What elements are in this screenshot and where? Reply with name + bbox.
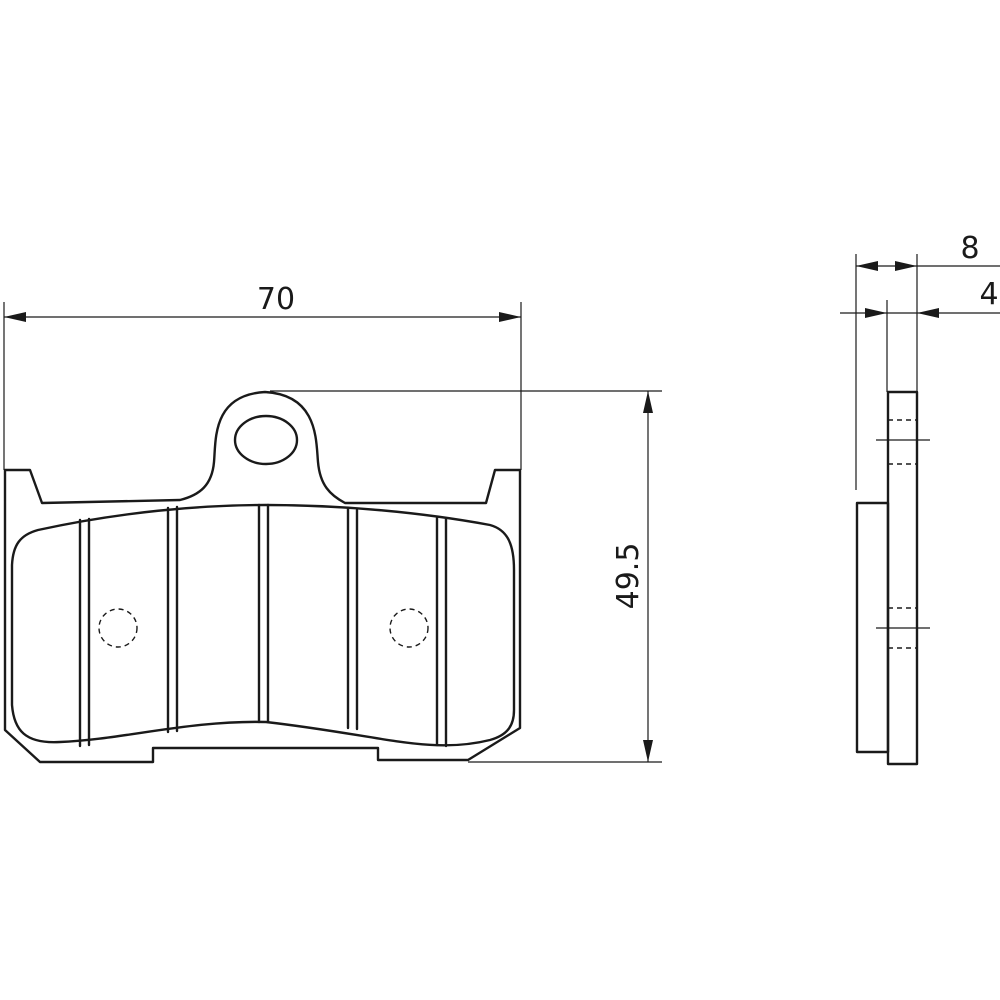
side-backing-plate [886,390,919,766]
height-arrow-bottom [643,740,653,762]
backing-arrow-right [917,308,939,318]
hidden-pin-right [389,608,429,648]
backing-thickness-dimension: 4 [840,277,1000,392]
width-dimension: 70 [3,282,522,470]
thickness-label: 8 [960,231,979,266]
friction-grooves [78,503,448,748]
hidden-pin-left [98,608,138,648]
width-arrow-left [4,312,26,322]
height-arrow-top [643,391,653,413]
width-label: 70 [257,282,295,317]
thickness-arrow-right [895,261,917,271]
mounting-hole [233,414,299,466]
height-dimension: 49.5 [270,390,662,763]
backing-thickness-label: 4 [979,277,998,312]
friction-material-outline [10,503,516,747]
height-label: 49.5 [611,543,646,610]
width-arrow-right [499,312,521,322]
side-view [855,390,930,766]
backing-plate-outline [3,390,522,764]
thickness-dimension: 8 [855,231,1000,490]
thickness-arrow-left [856,261,878,271]
backing-arrow-left [865,308,887,318]
